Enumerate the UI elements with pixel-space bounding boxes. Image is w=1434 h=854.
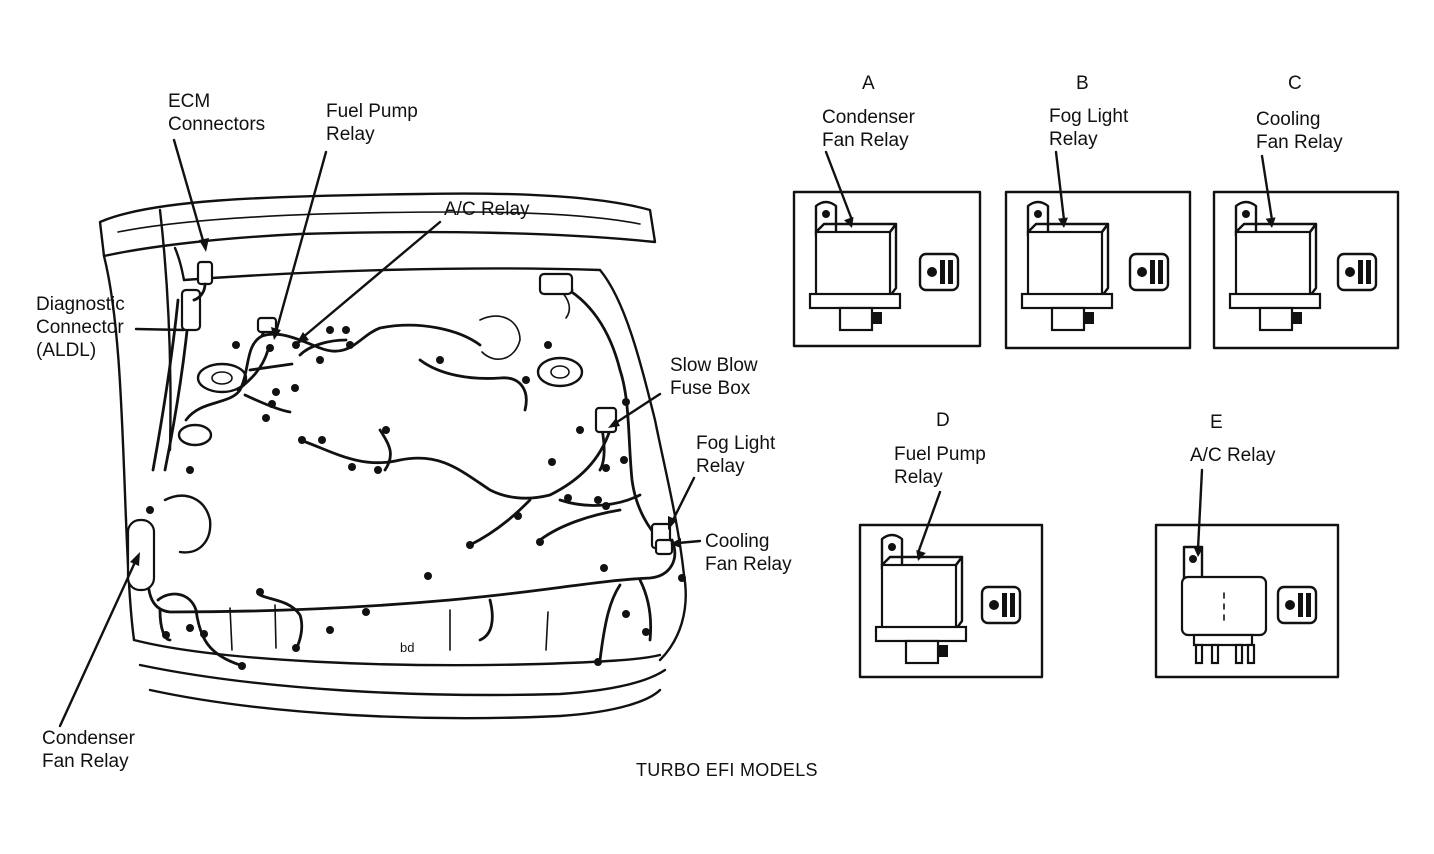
diagnostic-connector-label: Diagnostic Connector (ALDL): [36, 293, 125, 362]
panel-e-letter: E: [1210, 412, 1223, 433]
panel-e-line-1: A/C Relay: [1190, 445, 1276, 466]
slow-blow-line-2: Fuse Box: [670, 378, 751, 399]
relay-panel-a: [792, 150, 982, 348]
cooling-fan-relay-label: Cooling Fan Relay: [705, 530, 792, 576]
engine-bay-illustration: bd: [98, 192, 687, 720]
fog-light-line-2: Relay: [696, 456, 745, 477]
panel-a-letter: A: [862, 73, 875, 94]
diagnostic-line-3: (ALDL): [36, 340, 97, 361]
diagnostic-line-2: Connector: [36, 317, 124, 338]
ecm-line-1: ECM: [168, 91, 211, 112]
svg-text:bd: bd: [400, 640, 414, 655]
relay-panels: [792, 150, 1400, 679]
panel-c-line-2: Fan Relay: [1256, 132, 1343, 153]
panel-d-letter: D: [936, 410, 950, 431]
panel-b-line-2: Relay: [1049, 129, 1098, 150]
ac-relay-label: A/C Relay: [444, 198, 530, 221]
relay-panel-e: [1154, 468, 1340, 679]
panel-d-line-1: Fuel Pump: [894, 444, 986, 465]
panel-c-label: Cooling Fan Relay: [1256, 108, 1343, 154]
cooling-fan-line-1: Cooling: [705, 531, 770, 552]
panel-c-letter: C: [1288, 73, 1302, 94]
panel-b-label: Fog Light Relay: [1049, 105, 1128, 151]
panel-b-letter: B: [1076, 73, 1089, 94]
slow-blow-fuse-box-label: Slow Blow Fuse Box: [670, 354, 758, 400]
ac-relay-line-1: A/C Relay: [444, 199, 530, 220]
panel-a-label: Condenser Fan Relay: [822, 106, 915, 152]
fuel-pump-line-1: Fuel Pump: [326, 101, 418, 122]
panel-e-label: A/C Relay: [1190, 444, 1276, 467]
figure-caption: TURBO EFI MODELS: [636, 760, 818, 780]
condenser-fan-line-1: Condenser: [42, 728, 135, 749]
fog-light-line-1: Fog Light: [696, 433, 776, 454]
panel-a-line-2: Fan Relay: [822, 130, 909, 151]
engine-leader-arrows: [58, 138, 702, 728]
relay-panel-c: [1212, 154, 1400, 350]
fog-light-relay-label: Fog Light Relay: [696, 432, 775, 478]
panel-c-line-1: Cooling: [1256, 109, 1321, 130]
panel-d-label: Fuel Pump Relay: [894, 443, 986, 489]
ecm-connectors-label: ECM Connectors: [168, 90, 265, 136]
panel-d-line-2: Relay: [894, 467, 943, 488]
slow-blow-line-1: Slow Blow: [670, 355, 758, 376]
panel-b-line-1: Fog Light: [1049, 106, 1129, 127]
fuel-pump-line-2: Relay: [326, 124, 375, 145]
diagnostic-line-1: Diagnostic: [36, 294, 125, 315]
cooling-fan-line-2: Fan Relay: [705, 554, 792, 575]
relay-panel-b: [1004, 150, 1192, 350]
condenser-fan-line-2: Fan Relay: [42, 751, 129, 772]
fuel-pump-relay-label: Fuel Pump Relay: [326, 100, 418, 146]
panel-a-line-1: Condenser: [822, 107, 915, 128]
condenser-fan-relay-label: Condenser Fan Relay: [42, 727, 135, 773]
ecm-line-2: Connectors: [168, 114, 266, 135]
relay-panel-d: [858, 490, 1044, 679]
